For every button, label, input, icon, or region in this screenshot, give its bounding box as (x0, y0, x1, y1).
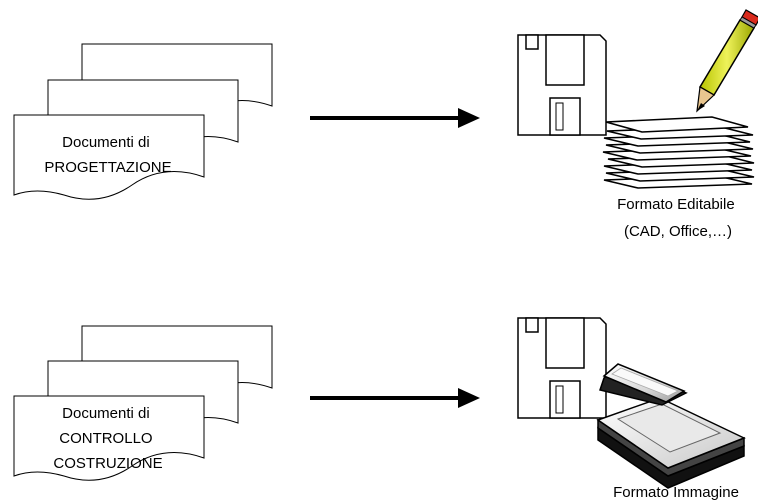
format-caption-line: Formato Editabile (617, 196, 735, 213)
document-label-line: CONTROLLO (59, 430, 152, 447)
format-caption-editable: Formato Editabile (CAD, Office,…) (617, 196, 739, 240)
document-label-controllo-costruzione: Documenti di CONTROLLO COSTRUZIONE (53, 405, 162, 472)
document-label-progettazione: Documenti di PROGETTAZIONE (44, 134, 171, 176)
format-caption-image: Formato Immagine (613, 484, 739, 501)
document-label-line: COSTRUZIONE (53, 455, 162, 472)
floppy-disk-icon (517, 34, 607, 136)
floppy-disk-icon (517, 317, 607, 419)
format-caption-line: (CAD, Office,…) (624, 223, 732, 240)
pencil-icon (696, 9, 758, 113)
arrow-right-icon (310, 108, 480, 128)
document-label-line: Documenti di (62, 405, 150, 422)
document-label-line: Documenti di (62, 134, 150, 151)
scanner-icon (596, 363, 746, 489)
document-label-line: PROGETTAZIONE (44, 159, 171, 176)
arrow-right-icon (310, 388, 480, 408)
document-page-front (13, 114, 205, 200)
format-caption-line: Formato Immagine (613, 484, 739, 501)
paper-stack-icon (602, 116, 755, 189)
